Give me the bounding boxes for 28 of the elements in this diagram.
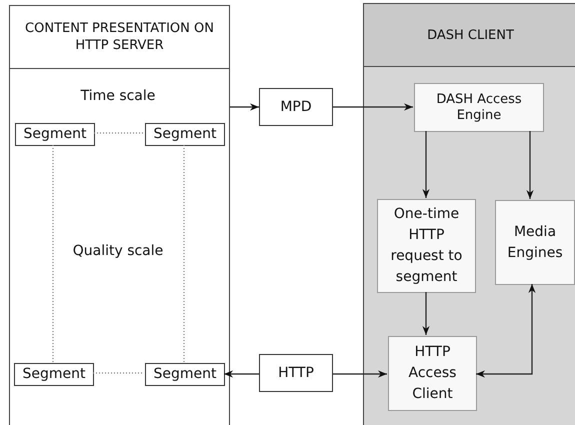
dotted-line: [94, 132, 144, 134]
scale-label: Quality scale: [72, 243, 164, 259]
process-box: MPD: [259, 88, 333, 126]
arrow: [476, 284, 536, 378]
arrow: [422, 131, 430, 198]
scale-label: Time scale: [80, 88, 156, 104]
process-box: HTTP Access Client: [388, 336, 477, 411]
arrow: [224, 370, 259, 378]
segment-box: Segment: [15, 123, 95, 146]
process-box: Media Engines: [495, 200, 575, 285]
segment-box: Segment: [145, 123, 225, 146]
arrow: [526, 131, 534, 199]
dotted-line: [93, 372, 144, 374]
arrow: [333, 103, 413, 111]
panel: [363, 3, 575, 425]
process-box: DASH Access Engine: [414, 83, 544, 132]
process-box: One-time HTTP request to segment: [377, 199, 476, 293]
panel-title: CONTENT PRESENTATION ON HTTP SERVER: [24, 20, 215, 54]
arrow: [230, 103, 259, 111]
arrow: [333, 370, 387, 378]
dotted-line: [183, 145, 185, 362]
segment-box: Segment: [145, 363, 225, 386]
segment-box: Segment: [14, 363, 94, 386]
arrow: [422, 292, 430, 335]
panel-title: DASH CLIENT: [427, 26, 514, 44]
panel: [9, 5, 230, 425]
process-box: HTTP: [259, 354, 333, 392]
dotted-line: [52, 145, 54, 362]
